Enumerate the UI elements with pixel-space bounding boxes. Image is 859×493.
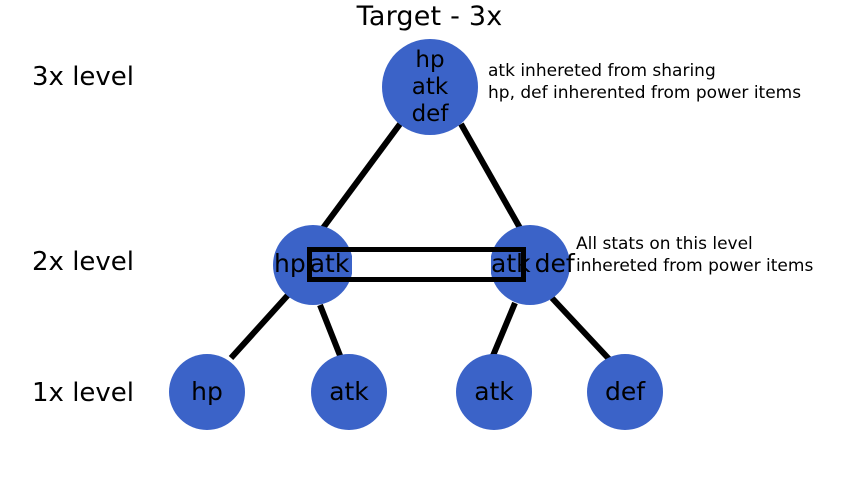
- note-level-3x-line2: hp, def inherented from power items: [488, 83, 802, 103]
- note-level-3x: atk inhereted from sharing hp, def inher…: [488, 60, 801, 104]
- node-1x-atk-1-label: atk: [329, 377, 369, 406]
- note-level-2x: All stats on this level inhereted from p…: [576, 233, 813, 277]
- node-3x-stat-def: def: [411, 100, 449, 127]
- edge-mid-left-to-b2: [317, 303, 344, 360]
- level-label-1x: 1x level: [32, 378, 135, 408]
- edge-mid-right-to-b3: [489, 301, 518, 360]
- level-label-3x: 3x level: [32, 62, 135, 92]
- note-level-3x-line1: atk inhereted from sharing: [488, 61, 716, 81]
- edge-top-to-mid-left: [320, 122, 403, 230]
- node-2x-left-stat-hp: hp: [274, 249, 306, 278]
- edge-mid-right-to-b4: [549, 295, 612, 362]
- node-2x-left-stats: hp atk: [272, 250, 351, 278]
- node-1x-def-label: def: [604, 377, 646, 406]
- node-2x-right-stats: atk def: [489, 250, 577, 278]
- note-level-2x-line1: All stats on this level: [576, 234, 753, 254]
- edge-mid-left-to-b1: [228, 292, 291, 361]
- node-3x-stat-hp: hp: [415, 46, 445, 73]
- node-1x-hp[interactable]: hp: [169, 354, 245, 430]
- node-3x-stat-atk: atk: [411, 73, 449, 100]
- node-2x-right-stat-def: def: [534, 249, 575, 278]
- level-label-2x: 2x level: [32, 247, 135, 277]
- node-2x-left[interactable]: [273, 225, 353, 305]
- node-1x-atk-1[interactable]: atk: [311, 354, 387, 430]
- share-link-interior: [352, 252, 491, 277]
- share-link-atk: [307, 247, 526, 282]
- node-2x-right[interactable]: [490, 225, 570, 305]
- node-3x-target[interactable]: hp atk def: [382, 39, 478, 135]
- node-1x-atk-2[interactable]: atk: [456, 354, 532, 430]
- note-level-2x-line2: inhereted from power items: [576, 256, 814, 276]
- edge-top-to-mid-right: [458, 122, 523, 230]
- node-2x-left-stat-atk: atk: [309, 249, 350, 278]
- node-1x-atk-2-label: atk: [474, 377, 514, 406]
- node-1x-def[interactable]: def: [587, 354, 663, 430]
- page-title: Target - 3x: [356, 1, 503, 32]
- node-2x-right-stat-atk: atk: [491, 249, 531, 278]
- node-1x-hp-label: hp: [191, 377, 223, 406]
